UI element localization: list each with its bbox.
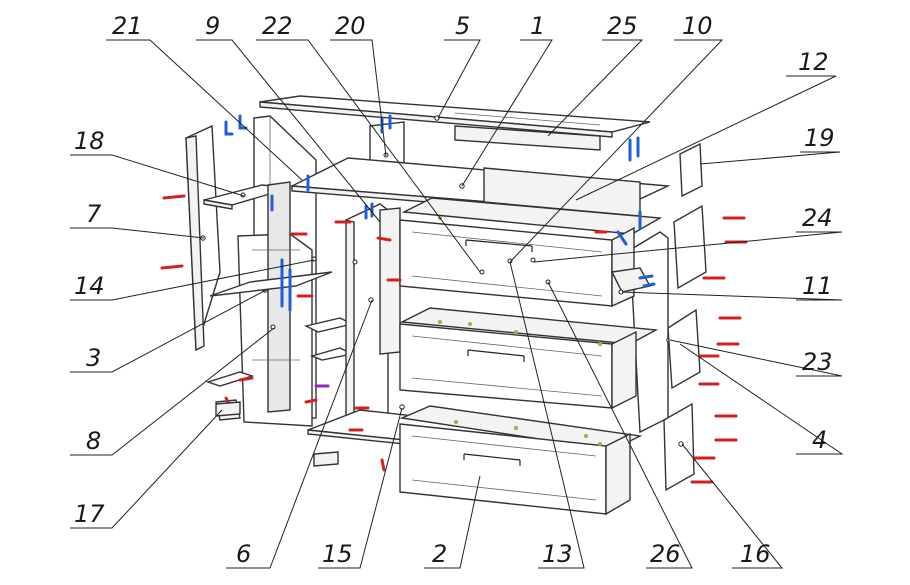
part-left-shelves [205,256,355,387]
label-22: 22 [262,12,293,40]
label-6: 6 [236,540,251,568]
part-right-side-panel-lower [663,402,695,492]
label-12: 12 [798,48,829,76]
label-20: 20 [335,12,366,40]
label-3: 3 [86,344,101,372]
label-19: 19 [804,124,835,152]
part-top-panel [259,95,651,138]
leader-lines [70,39,844,569]
loose-feet [215,401,339,467]
label-2: 2 [432,540,447,568]
label-7: 7 [86,200,102,228]
part-right-top-panel [679,142,703,198]
label-16: 16 [740,540,771,568]
label-8: 8 [86,427,101,455]
label-9: 9 [205,12,220,40]
label-11: 11 [802,272,833,300]
drawer-top [399,197,663,308]
drawer-bottom [399,405,643,516]
label-17: 17 [74,500,105,528]
label-14: 14 [74,272,105,300]
label-15: 15 [322,540,353,568]
label-4: 4 [812,426,827,454]
dowels [438,216,602,446]
part-right-side-panel-middle [667,308,701,390]
label-21: 21 [112,12,143,40]
label-24: 24 [802,204,833,232]
label-23: 23 [802,348,833,376]
cam-fittings [224,114,656,312]
drawer-middle [399,307,659,410]
label-26: 26 [650,540,681,568]
label-5: 5 [455,12,470,40]
label-25: 25 [607,12,638,40]
label-10: 10 [682,12,713,40]
label-1: 1 [530,12,545,40]
label-18: 18 [74,127,105,155]
label-13: 13 [542,540,573,568]
part-center-vertical [345,203,389,436]
part-labels: 21 9 22 20 5 1 25 10 12 19 18 7 24 14 11… [74,12,835,568]
